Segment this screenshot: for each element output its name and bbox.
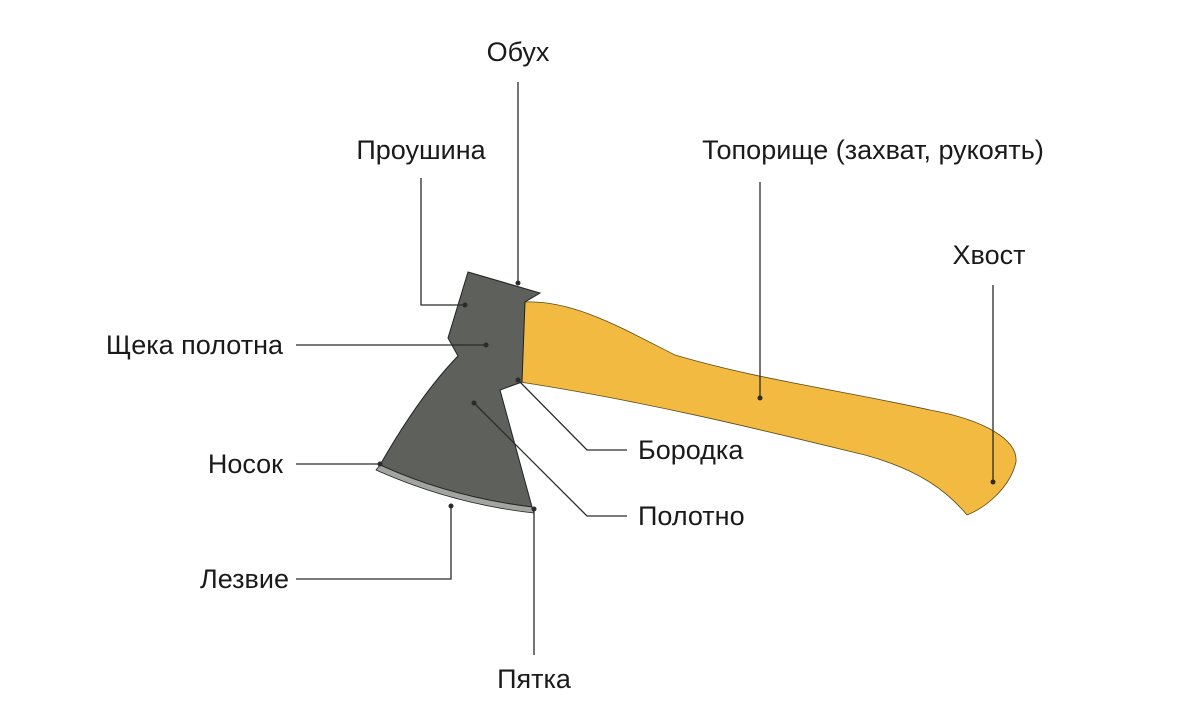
label-nosok: Носок <box>208 449 283 479</box>
dot-polotno <box>471 400 477 406</box>
leader-borodka <box>517 379 627 451</box>
axe-head <box>379 271 542 508</box>
dot-toporische <box>757 395 763 401</box>
label-khvost: Хвост <box>953 240 1026 270</box>
dot-lezvie <box>448 503 454 509</box>
dot-nosok <box>377 461 383 467</box>
label-polotno: Полотно <box>638 501 745 531</box>
label-obukh: Обух <box>487 37 550 67</box>
leader-polotno <box>473 402 627 517</box>
dot-scheka <box>483 342 489 348</box>
dot-proushina <box>462 302 468 308</box>
dot-borodka <box>515 377 521 383</box>
leader-proushina <box>420 178 465 306</box>
label-pyatka: Пятка <box>497 664 572 694</box>
dot-pyatka <box>531 506 537 512</box>
label-scheka: Щека полотна <box>106 330 284 360</box>
label-borodka: Бородка <box>638 435 744 465</box>
axe-handle <box>519 301 1017 516</box>
dot-obukh <box>515 280 521 286</box>
leader-lezvie <box>296 506 452 580</box>
label-proushina: Проушина <box>356 135 486 165</box>
label-toporische: Топорище (захват, рукоять) <box>702 135 1044 165</box>
label-lezvie: Лезвие <box>200 564 289 594</box>
dot-khvost <box>990 479 996 485</box>
